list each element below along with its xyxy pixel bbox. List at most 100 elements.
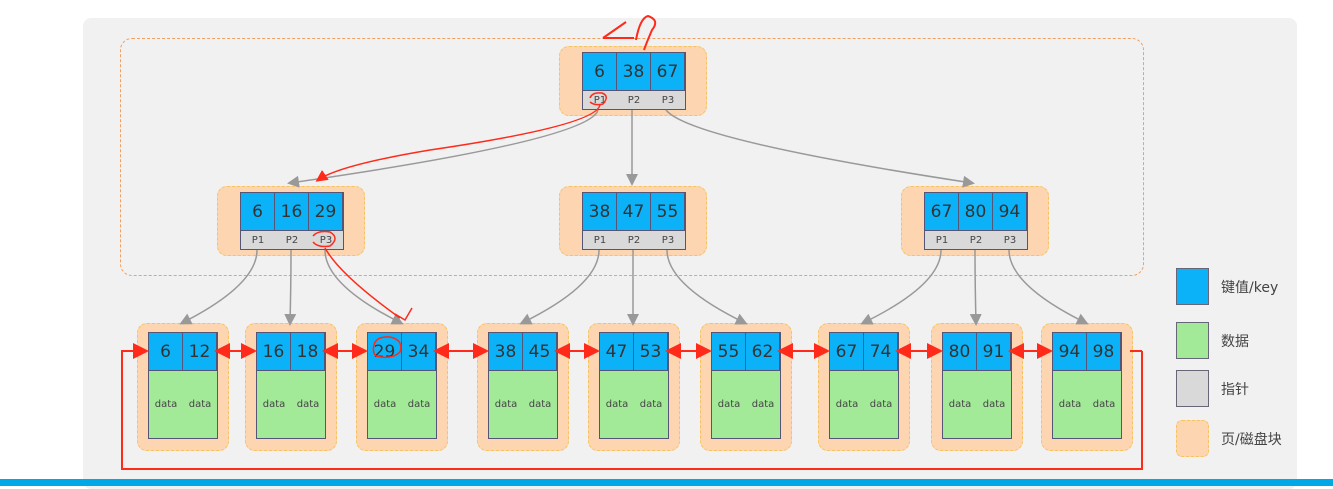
pointer-cell: P2 xyxy=(275,230,309,249)
key-cell: 38 xyxy=(583,193,617,230)
legend-label: 页/磁盘块 xyxy=(1221,431,1282,448)
data-cell: data xyxy=(1053,370,1087,438)
pointer-cell: P3 xyxy=(309,230,343,249)
pointer-cell: P3 xyxy=(651,230,685,249)
key-cell: 98 xyxy=(1087,333,1121,370)
pointer-arrow xyxy=(179,249,258,325)
data-cell: data xyxy=(523,370,557,438)
data-cell: data xyxy=(943,370,977,438)
pointer-arrow xyxy=(666,249,748,325)
key-cell: 94 xyxy=(993,193,1027,230)
pointer-arrow xyxy=(287,109,599,188)
data-cell: data xyxy=(746,370,780,438)
key-cell: 47 xyxy=(617,193,651,230)
pointer-cell: P2 xyxy=(617,230,651,249)
pointer-cell: P1 xyxy=(583,230,617,249)
annotation-arrow xyxy=(315,103,601,182)
pointer-cell: P2 xyxy=(959,230,993,249)
pointer-arrow xyxy=(284,249,297,326)
legend-swatch xyxy=(1176,420,1209,457)
legend-item: 指针 xyxy=(1176,370,1249,407)
data-cell: data xyxy=(291,370,325,438)
data-cell: data xyxy=(600,370,634,438)
annotation-circle xyxy=(312,230,336,248)
key-cell: 55 xyxy=(651,193,685,230)
data-cell: data xyxy=(489,370,523,438)
key-cell: 67 xyxy=(830,333,864,370)
bottom-progress-bar xyxy=(0,479,1333,486)
data-cell: data xyxy=(149,370,183,438)
data-cell: data xyxy=(402,370,436,438)
pointer-arrow xyxy=(665,109,975,188)
key-cell: 67 xyxy=(925,193,959,230)
pointer-cell: P3 xyxy=(651,90,685,109)
key-cell: 6 xyxy=(241,193,275,230)
legend-item: 页/磁盘块 xyxy=(1176,420,1282,457)
data-cell: data xyxy=(1087,370,1121,438)
legend-label: 键值/key xyxy=(1221,279,1279,296)
data-cell: data xyxy=(257,370,291,438)
annotation-circle xyxy=(372,336,402,359)
data-cell: data xyxy=(183,370,217,438)
key-cell: 18 xyxy=(291,333,325,370)
data-cell: data xyxy=(634,370,668,438)
annotation-scribble xyxy=(602,14,657,51)
pointer-arrow xyxy=(860,249,942,325)
pointer-arrow xyxy=(324,249,404,325)
legend-label: 数据 xyxy=(1221,333,1249,350)
pointer-cell: P1 xyxy=(241,230,275,249)
key-cell: 12 xyxy=(183,333,217,370)
legend-swatch xyxy=(1176,322,1209,359)
pointer-cell: P2 xyxy=(617,90,651,109)
key-cell: 38 xyxy=(489,333,523,370)
data-cell: data xyxy=(830,370,864,438)
key-cell: 74 xyxy=(864,333,898,370)
pointer-arrow xyxy=(969,249,982,326)
legend-item: 键值/key xyxy=(1176,268,1278,305)
key-cell: 80 xyxy=(959,193,993,230)
legend-label: 指针 xyxy=(1221,381,1249,398)
key-cell: 55 xyxy=(712,333,746,370)
key-cell: 47 xyxy=(600,333,634,370)
key-cell: 29 xyxy=(309,193,343,230)
data-cell: data xyxy=(368,370,402,438)
key-cell: 34 xyxy=(402,333,436,370)
data-cell: data xyxy=(712,370,746,438)
pointer-arrow xyxy=(1008,249,1089,325)
annotation-circle xyxy=(589,92,607,106)
pointer-arrow xyxy=(519,249,600,325)
data-cell: data xyxy=(977,370,1011,438)
